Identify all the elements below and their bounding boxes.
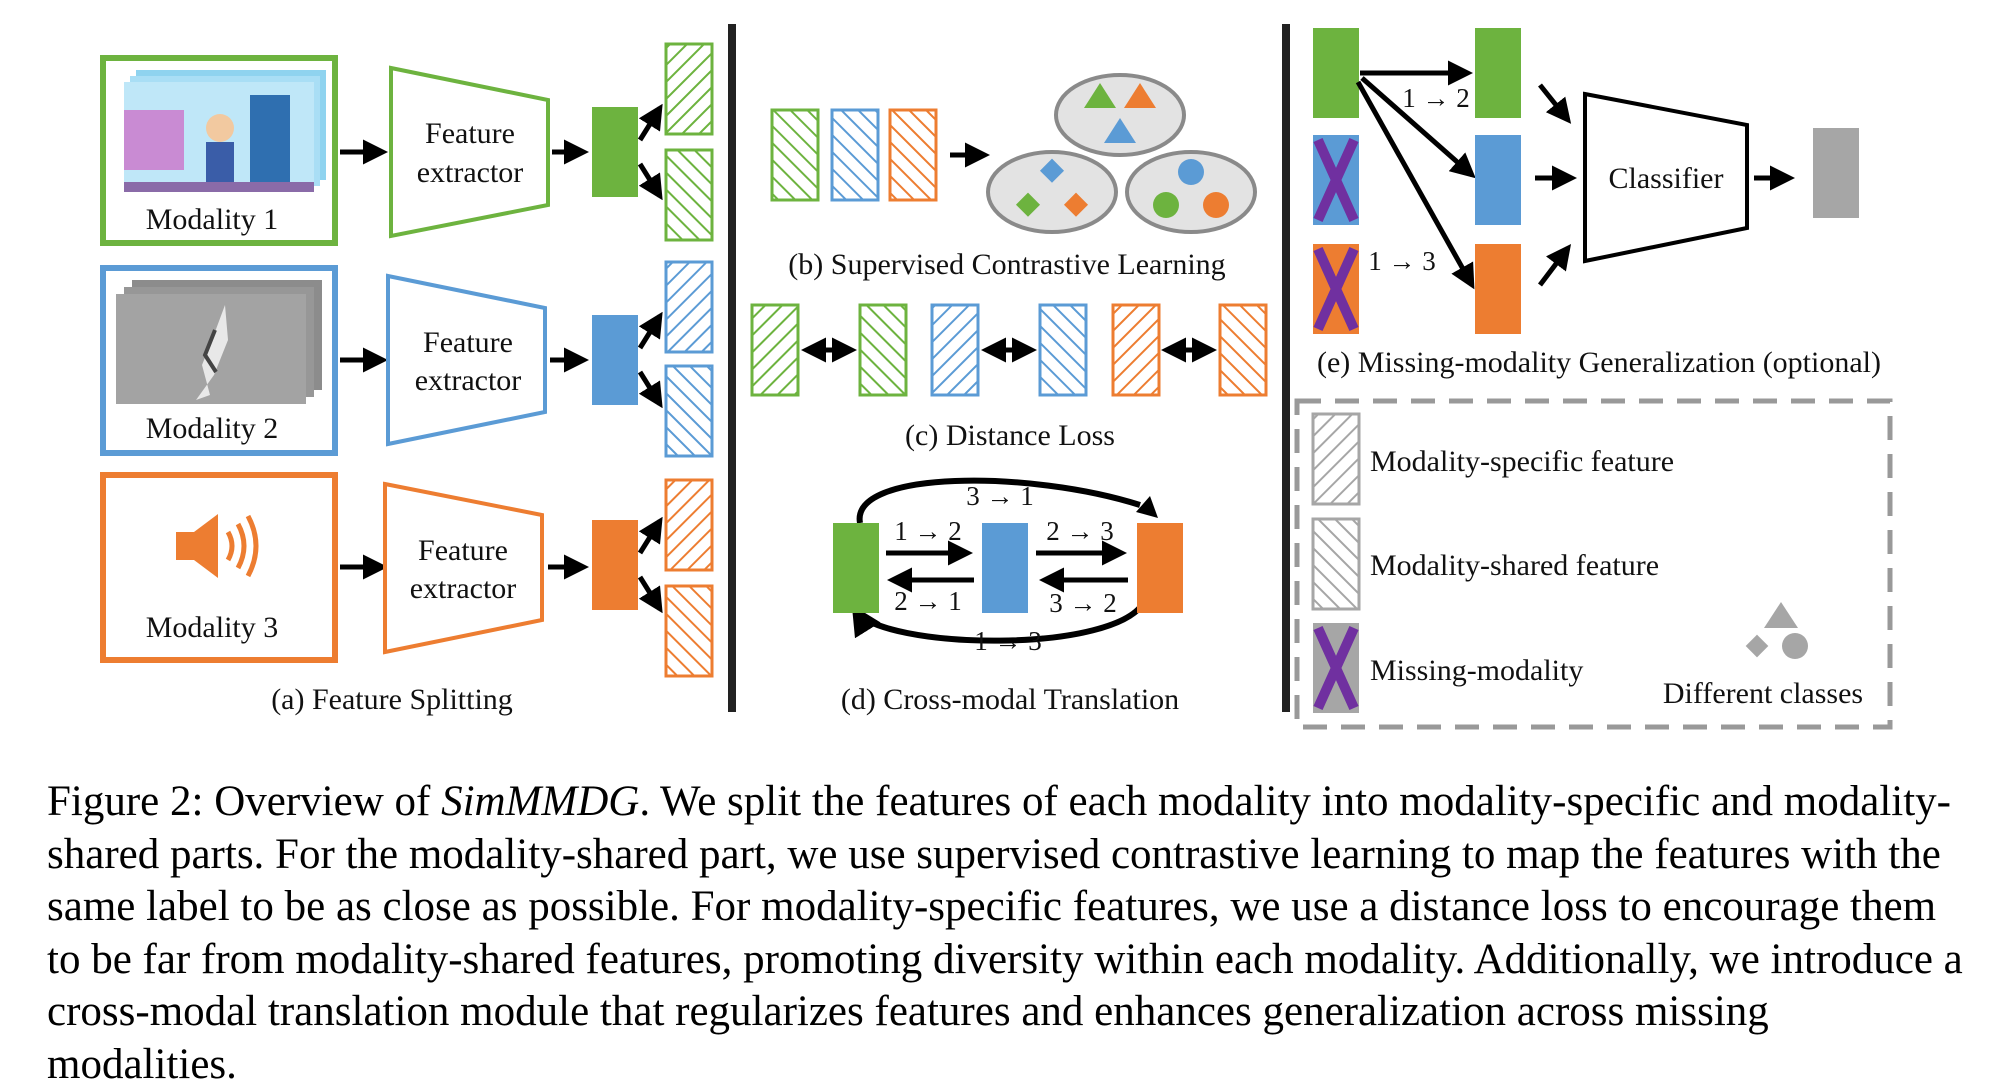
distance-shared-orange	[1218, 303, 1268, 397]
arrow-label-3-to-1: 3 → 1	[966, 481, 1034, 511]
translation-feature-2	[982, 523, 1028, 613]
distance-specific-orange	[1111, 303, 1161, 397]
feature-3	[592, 520, 638, 610]
panel-missing-modality: 1 → 2 1 → 3 Classifier (e) Missing-modal…	[1313, 28, 1881, 379]
modality-1-label: Modality 1	[146, 203, 279, 236]
available-feature-1	[1313, 28, 1359, 118]
extractor-2-label-line1: Feature	[423, 326, 513, 359]
distance-shared-blue	[1038, 303, 1088, 397]
legend-frame	[1294, 398, 1893, 730]
extractor-3-label-line2: extractor	[410, 572, 517, 605]
caption-body: . We split the features of each modality…	[47, 778, 1963, 1088]
feature-1	[592, 107, 638, 197]
legend-shared-swatch	[1311, 517, 1361, 611]
panel-a-caption: (a) Feature Splitting	[271, 683, 513, 716]
legend-missing-swatch	[1313, 623, 1359, 713]
caption-method-name: SimMMDG	[441, 778, 640, 825]
feature-extractor-3	[383, 481, 544, 655]
generated-feature-3	[1475, 244, 1521, 334]
modality-2-label: Modality 2	[146, 412, 279, 445]
legend-shared-label: Modality-shared feature	[1370, 549, 1659, 582]
prediction-output	[1813, 128, 1859, 218]
modality-2-row: Modality 2 Feature extractor	[100, 260, 714, 458]
legend-specific-swatch	[1311, 412, 1361, 506]
feature-2-shared	[664, 364, 714, 458]
feature-3-specific	[664, 478, 714, 572]
missing-x-icon	[1313, 137, 1359, 223]
legend: Modality-specific feature Modality-share…	[1294, 398, 1893, 730]
classifier-block	[1583, 91, 1749, 264]
shared-feature-green	[770, 108, 820, 202]
panel-c-caption: (c) Distance Loss	[905, 419, 1115, 452]
missing-feature-3	[1313, 244, 1359, 334]
legend-classes-shapes	[1745, 602, 1808, 659]
shared-feature-blue	[830, 108, 880, 202]
modality-1-row: Modality 1 Feature extractor	[100, 42, 714, 246]
legend-missing-label: Missing-modality	[1370, 654, 1583, 687]
extractor-2-label-line2: extractor	[415, 364, 522, 397]
feature-1-specific	[664, 42, 714, 136]
panel-feature-splitting: Modality 1 Feature extractor Modality 2	[100, 42, 714, 716]
caption-title-prefix: Figure 2: Overview of	[47, 778, 442, 825]
generated-feature-2	[1475, 135, 1521, 225]
feature-extractor-2	[386, 273, 547, 447]
panel-b-caption: (b) Supervised Contrastive Learning	[788, 248, 1225, 281]
legend-specific-label: Modality-specific feature	[1370, 445, 1674, 478]
speaker-icon	[176, 514, 259, 578]
arrow-label-e-1-to-3: 1 → 3	[1368, 246, 1436, 276]
panel-distance-loss: (c) Distance Loss	[750, 303, 1268, 452]
translation-feature-1	[833, 523, 879, 613]
arrow-label-2-to-3: 2 → 3	[1046, 516, 1114, 546]
feature-2	[592, 315, 638, 405]
distance-specific-blue	[930, 303, 980, 397]
shared-feature-orange	[888, 108, 938, 202]
arrow-label-1-to-3: 1 → 3	[974, 626, 1042, 656]
class-cluster-circles	[1125, 150, 1257, 234]
extractor-1-label-line1: Feature	[425, 117, 515, 150]
feature-3-shared	[664, 584, 714, 678]
distance-specific-green	[750, 303, 800, 397]
class-cluster-triangles	[1054, 73, 1186, 157]
modality-3-box	[100, 472, 338, 663]
translation-feature-3	[1137, 523, 1183, 613]
modality-3-row: Modality 3 Feature extractor	[100, 472, 714, 678]
missing-feature-2	[1313, 135, 1359, 225]
classifier-label: Classifier	[1609, 162, 1724, 195]
arrow-label-3-to-2: 3 → 2	[1049, 588, 1117, 618]
extractor-3-label-line1: Feature	[418, 534, 508, 567]
panel-supervised-contrastive: (b) Supervised Contrastive Learning	[770, 73, 1257, 281]
extractor-1-label-line2: extractor	[417, 156, 524, 189]
video-frames-icon	[124, 70, 326, 192]
feature-2-specific	[664, 260, 714, 354]
panel-cross-modal-translation: 3 → 1 1 → 2 2 → 1 2 → 3 3 → 2 1 → 3 (d) …	[833, 477, 1183, 716]
generated-feature-1	[1475, 28, 1521, 118]
panel-e-caption: (e) Missing-modality Generalization (opt…	[1317, 346, 1881, 379]
modality-3-label: Modality 3	[146, 611, 279, 644]
figure-caption: Figure 2: Overview of SimMMDG. We split …	[47, 776, 1967, 1091]
distance-shared-green	[858, 303, 908, 397]
legend-classes-label: Different classes	[1663, 677, 1863, 710]
arrow-label-1-to-2: 1 → 2	[894, 516, 962, 546]
feature-extractor-1	[389, 65, 550, 239]
arrow-label-2-to-1: 2 → 1	[894, 586, 962, 616]
panel-d-caption: (d) Cross-modal Translation	[841, 683, 1179, 716]
method-overview-diagram: Modality 1 Feature extractor Modality 2	[100, 24, 1893, 730]
optical-flow-frames-icon	[116, 280, 322, 404]
class-cluster-diamonds	[986, 150, 1118, 234]
feature-1-shared	[664, 148, 714, 242]
arrow-label-e-1-to-2: 1 → 2	[1402, 83, 1470, 113]
